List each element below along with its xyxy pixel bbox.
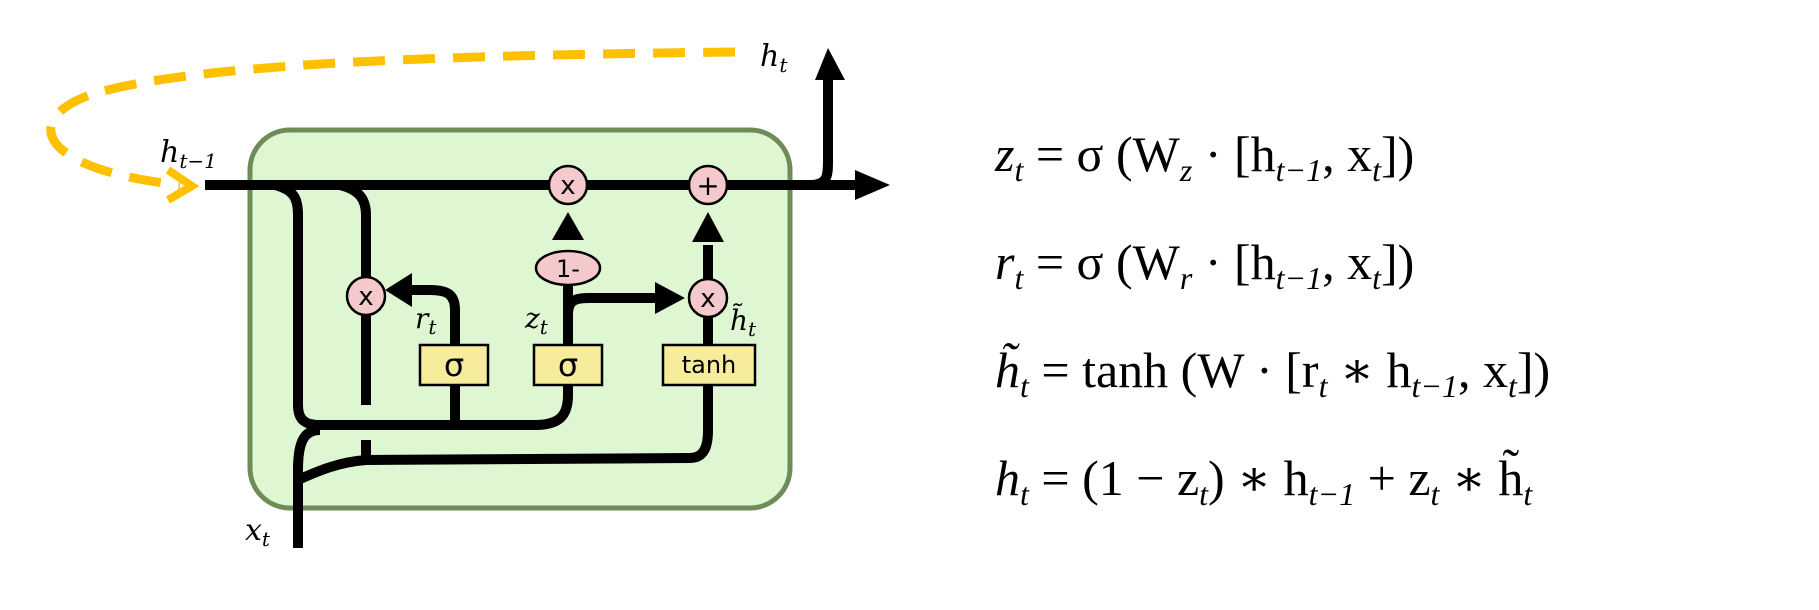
plus-up-arrowhead [692,212,724,242]
x-to-candidate [295,375,713,485]
output-branch [809,70,833,190]
h-out-label: ht [760,39,788,77]
update-mult-label: x [560,171,575,201]
one-minus-op [534,249,602,287]
candidate-mult-op [687,277,729,319]
update-mult-op [547,164,589,206]
update-gate-label: σ [558,346,578,384]
equations: zt = σ (Wz · [ht−1, xt]) rt = σ (Wr · [h… [995,100,1550,532]
recurrent-arrowhead [165,166,200,204]
equation-candidate: h̃t = tanh (W · [rt ∗ ht−1, xt]) [995,342,1551,404]
z-to-candidate-mult [563,293,660,316]
candidate-mult-label: x [700,284,715,314]
h-tilde-label: h̃t [730,303,757,341]
reset-mult-op [345,275,387,317]
one-minus-label: 1- [556,255,580,283]
one-minus-up-arrowhead [552,212,584,240]
h-prev-label: ht−1 [160,135,217,173]
x-input-line [293,425,321,548]
reset-gate-label: σ [444,346,464,384]
z-label: zt [524,302,549,339]
output-up-arrowhead [815,48,845,80]
equation-hidden-state: ht = (1 − zt) ∗ ht−1 + zt ∗ h̃t [995,450,1533,512]
reset-mult-label: x [358,282,373,312]
r-arrowhead [385,273,412,307]
cell-box [247,127,793,511]
add-op [687,164,729,206]
candidate-gate-label: tanh [682,351,737,379]
equation-update-gate: zt = σ (Wz · [ht−1, xt]) [995,126,1415,188]
h-prev-to-reset-mult [338,180,371,405]
r-label: rt [415,302,437,339]
r-to-mult [410,285,460,345]
update-gate [532,343,604,387]
gru-diagram: x + x x 1- σ σ tanh ht−1 ht xt rt zt h̃t [46,39,890,551]
x-in-label: xt [245,513,271,551]
candidate-gate [661,343,757,387]
equation-reset-gate: rt = σ (Wr · [ht−1, xt]) [995,234,1415,296]
main-right-arrowhead [855,170,890,200]
h-prev-to-concat [273,180,573,430]
z-right-arrowhead [655,282,685,314]
add-label: + [696,169,719,202]
reset-gate [418,343,490,387]
